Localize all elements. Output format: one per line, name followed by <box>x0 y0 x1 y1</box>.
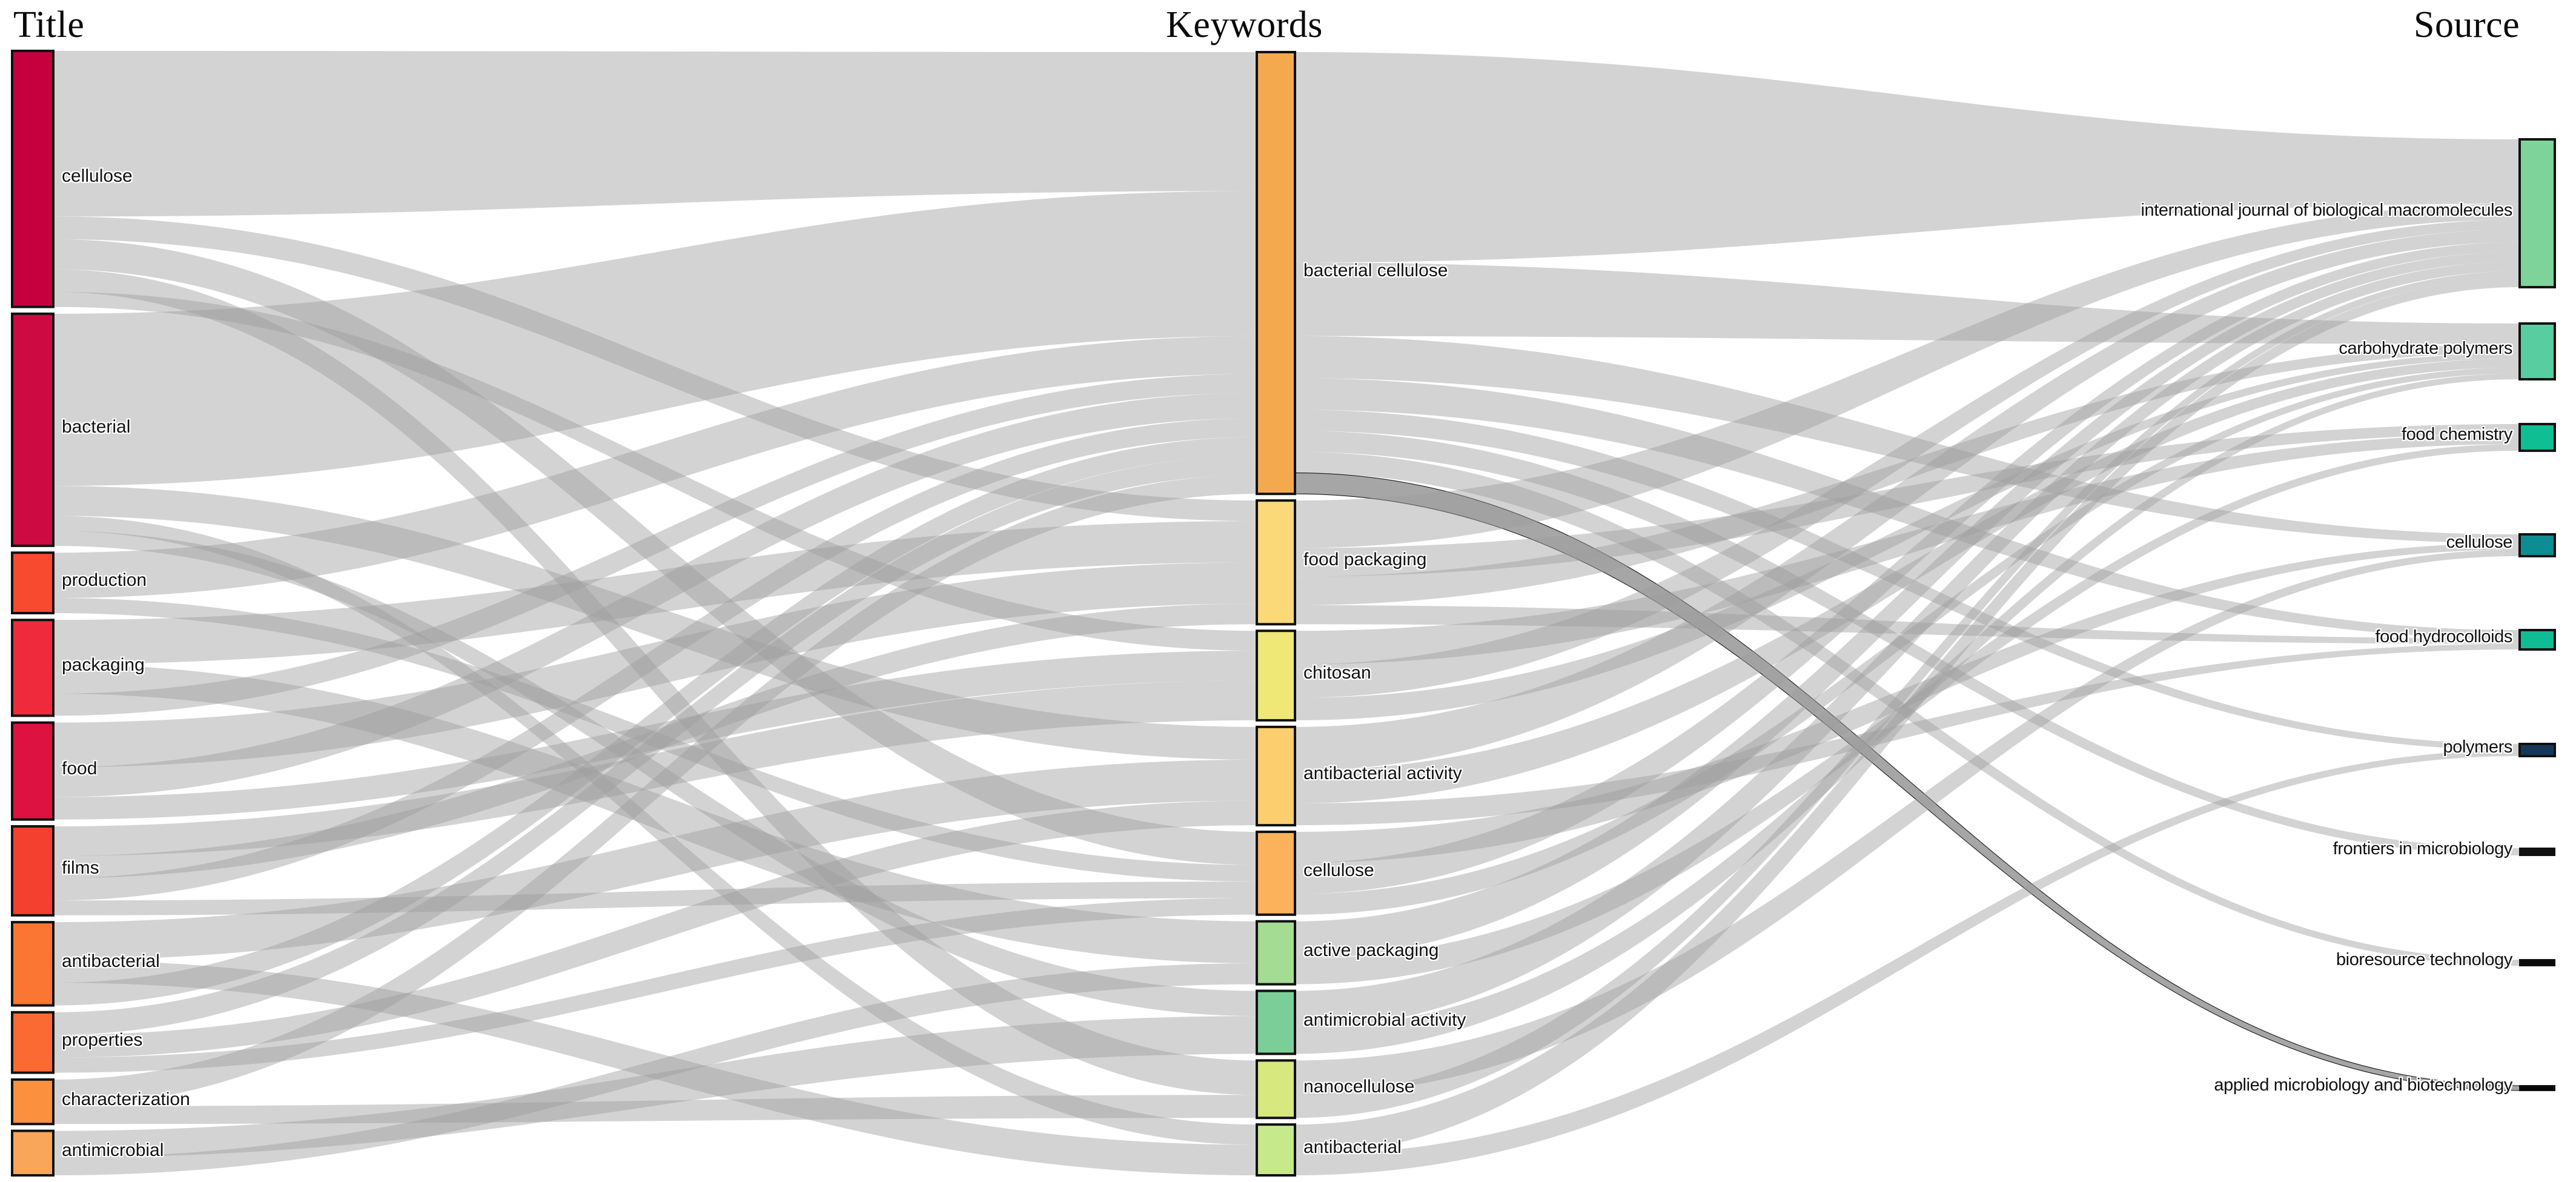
ks-link-4[interactable] <box>1295 410 2520 750</box>
tk-link-25[interactable] <box>53 800 1257 1058</box>
ks-link-0[interactable] <box>1295 52 2520 263</box>
ks-link-6[interactable] <box>1295 451 2520 966</box>
tk-link-14[interactable] <box>53 562 1257 768</box>
title-node-8[interactable] <box>11 1078 55 1126</box>
ks-link-10[interactable] <box>1295 344 2520 605</box>
ks-link-13[interactable] <box>1295 219 2520 699</box>
keyword-node-8[interactable] <box>1256 1123 1296 1177</box>
ks-link-11[interactable] <box>1295 605 2520 644</box>
title-node-4[interactable] <box>11 721 55 821</box>
title-node-5[interactable] <box>11 825 55 917</box>
title-node-1[interactable] <box>11 312 55 547</box>
tk-link-11[interactable] <box>53 521 1257 665</box>
ks-link-3[interactable] <box>1295 378 2520 639</box>
keyword-node-3[interactable] <box>1256 725 1296 827</box>
tk-link-15[interactable] <box>53 393 1257 797</box>
tk-link-18[interactable] <box>53 603 1257 878</box>
ks-link-28[interactable] <box>1295 750 2520 1175</box>
keyword-node-2[interactable] <box>1256 629 1296 722</box>
title-nodes <box>11 50 55 1177</box>
source-node-8[interactable] <box>2519 1085 2555 1091</box>
tk-link-6[interactable] <box>53 486 1257 760</box>
keyword-node-6[interactable] <box>1256 989 1296 1055</box>
tk-link-30[interactable] <box>53 963 1257 1175</box>
tk-link-4[interactable] <box>53 291 1257 651</box>
column-header-title: Title <box>13 4 85 45</box>
ks-link-12[interactable] <box>1295 434 2520 665</box>
ks-link-1[interactable] <box>1295 262 2520 344</box>
source-node-1[interactable] <box>2518 322 2556 380</box>
tk-link-10[interactable] <box>53 598 1257 882</box>
tk-link-21[interactable] <box>53 759 1257 960</box>
title-node-7[interactable] <box>11 1011 55 1074</box>
tk-link-22[interactable] <box>53 960 1257 1175</box>
tk-link-29[interactable] <box>53 1016 1257 1158</box>
ks-link-16[interactable] <box>1295 359 2520 804</box>
links-title-to-keywords <box>53 51 1257 1175</box>
tk-link-23[interactable] <box>53 437 1257 1006</box>
tk-link-7[interactable] <box>53 516 1257 1145</box>
ks-link-2[interactable] <box>1295 336 2520 543</box>
tk-link-8[interactable] <box>53 531 1257 1017</box>
column-header-source: Source <box>2414 4 2520 45</box>
tk-link-28[interactable] <box>53 1095 1257 1124</box>
tk-link-24[interactable] <box>53 456 1257 1035</box>
tk-link-26[interactable] <box>53 898 1257 1073</box>
keyword-node-1[interactable] <box>1256 499 1296 626</box>
ks-link-24[interactable] <box>1295 373 2520 1054</box>
tk-link-19[interactable] <box>53 418 1257 901</box>
source-node-0[interactable] <box>2518 138 2556 288</box>
title-node-3[interactable] <box>11 619 55 717</box>
title-node-0[interactable] <box>11 50 55 308</box>
title-node-9[interactable] <box>11 1129 55 1177</box>
keyword-nodes <box>1256 51 1296 1177</box>
title-node-2[interactable] <box>11 551 55 614</box>
keyword-node-7[interactable] <box>1256 1059 1296 1120</box>
ks-link-20[interactable] <box>1295 367 2520 915</box>
tk-link-17[interactable] <box>53 680 1257 856</box>
ks-link-21[interactable] <box>1295 251 2520 960</box>
column-header-keywords: Keywords <box>1166 4 1323 45</box>
source-node-3[interactable] <box>2518 533 2556 557</box>
tk-link-13[interactable] <box>53 374 1257 716</box>
ks-link-8[interactable] <box>1295 204 2520 548</box>
tk-link-27[interactable] <box>53 474 1257 1106</box>
tk-link-0[interactable] <box>53 51 1257 217</box>
ks-link-5[interactable] <box>1295 431 2520 855</box>
source-node-4[interactable] <box>2518 629 2556 651</box>
source-node-6[interactable] <box>2519 848 2555 856</box>
tk-link-12[interactable] <box>53 664 1257 963</box>
keyword-node-4[interactable] <box>1256 831 1296 916</box>
links-keywords-to-source <box>1294 52 2520 1175</box>
source-node-2[interactable] <box>2518 423 2556 452</box>
tk-link-1[interactable] <box>53 216 1257 522</box>
tk-link-20[interactable] <box>53 882 1257 915</box>
tk-link-5[interactable] <box>53 191 1257 486</box>
source-node-5[interactable] <box>2518 743 2556 757</box>
tk-link-2[interactable] <box>53 239 1257 865</box>
ks-link-23[interactable] <box>1295 261 2520 1029</box>
ks-link-25[interactable] <box>1295 549 2520 1095</box>
tk-link-9[interactable] <box>53 336 1257 599</box>
ks-link-18[interactable] <box>1295 543 2520 863</box>
ks-link-22[interactable] <box>1295 444 2520 984</box>
ks-link-26[interactable] <box>1295 271 2520 1118</box>
ks-link-17[interactable] <box>1295 643 2520 826</box>
ks-link-15[interactable] <box>1295 229 2520 771</box>
source-node-7[interactable] <box>2519 959 2555 966</box>
ks-link-14[interactable] <box>1295 353 2520 720</box>
keyword-node-0[interactable] <box>1256 51 1296 496</box>
ks-link-9[interactable] <box>1295 424 2520 577</box>
ks-link-27[interactable] <box>1295 277 2520 1155</box>
ks-link-19[interactable] <box>1295 242 2520 894</box>
source-nodes <box>2518 138 2556 1091</box>
title-node-6[interactable] <box>11 921 55 1007</box>
tk-link-16[interactable] <box>53 651 1257 820</box>
tk-link-3[interactable] <box>53 269 1257 1095</box>
keyword-node-5[interactable] <box>1256 920 1296 986</box>
